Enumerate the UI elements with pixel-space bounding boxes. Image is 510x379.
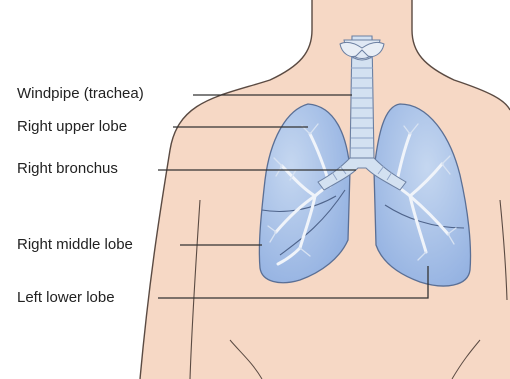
label-left-lower-lobe: Left lower lobe bbox=[17, 289, 115, 306]
label-right-middle-lobe: Right middle lobe bbox=[17, 236, 133, 253]
label-right-upper-lobe: Right upper lobe bbox=[17, 118, 127, 135]
label-windpipe: Windpipe (trachea) bbox=[17, 85, 144, 102]
label-right-bronchus: Right bronchus bbox=[17, 160, 118, 177]
